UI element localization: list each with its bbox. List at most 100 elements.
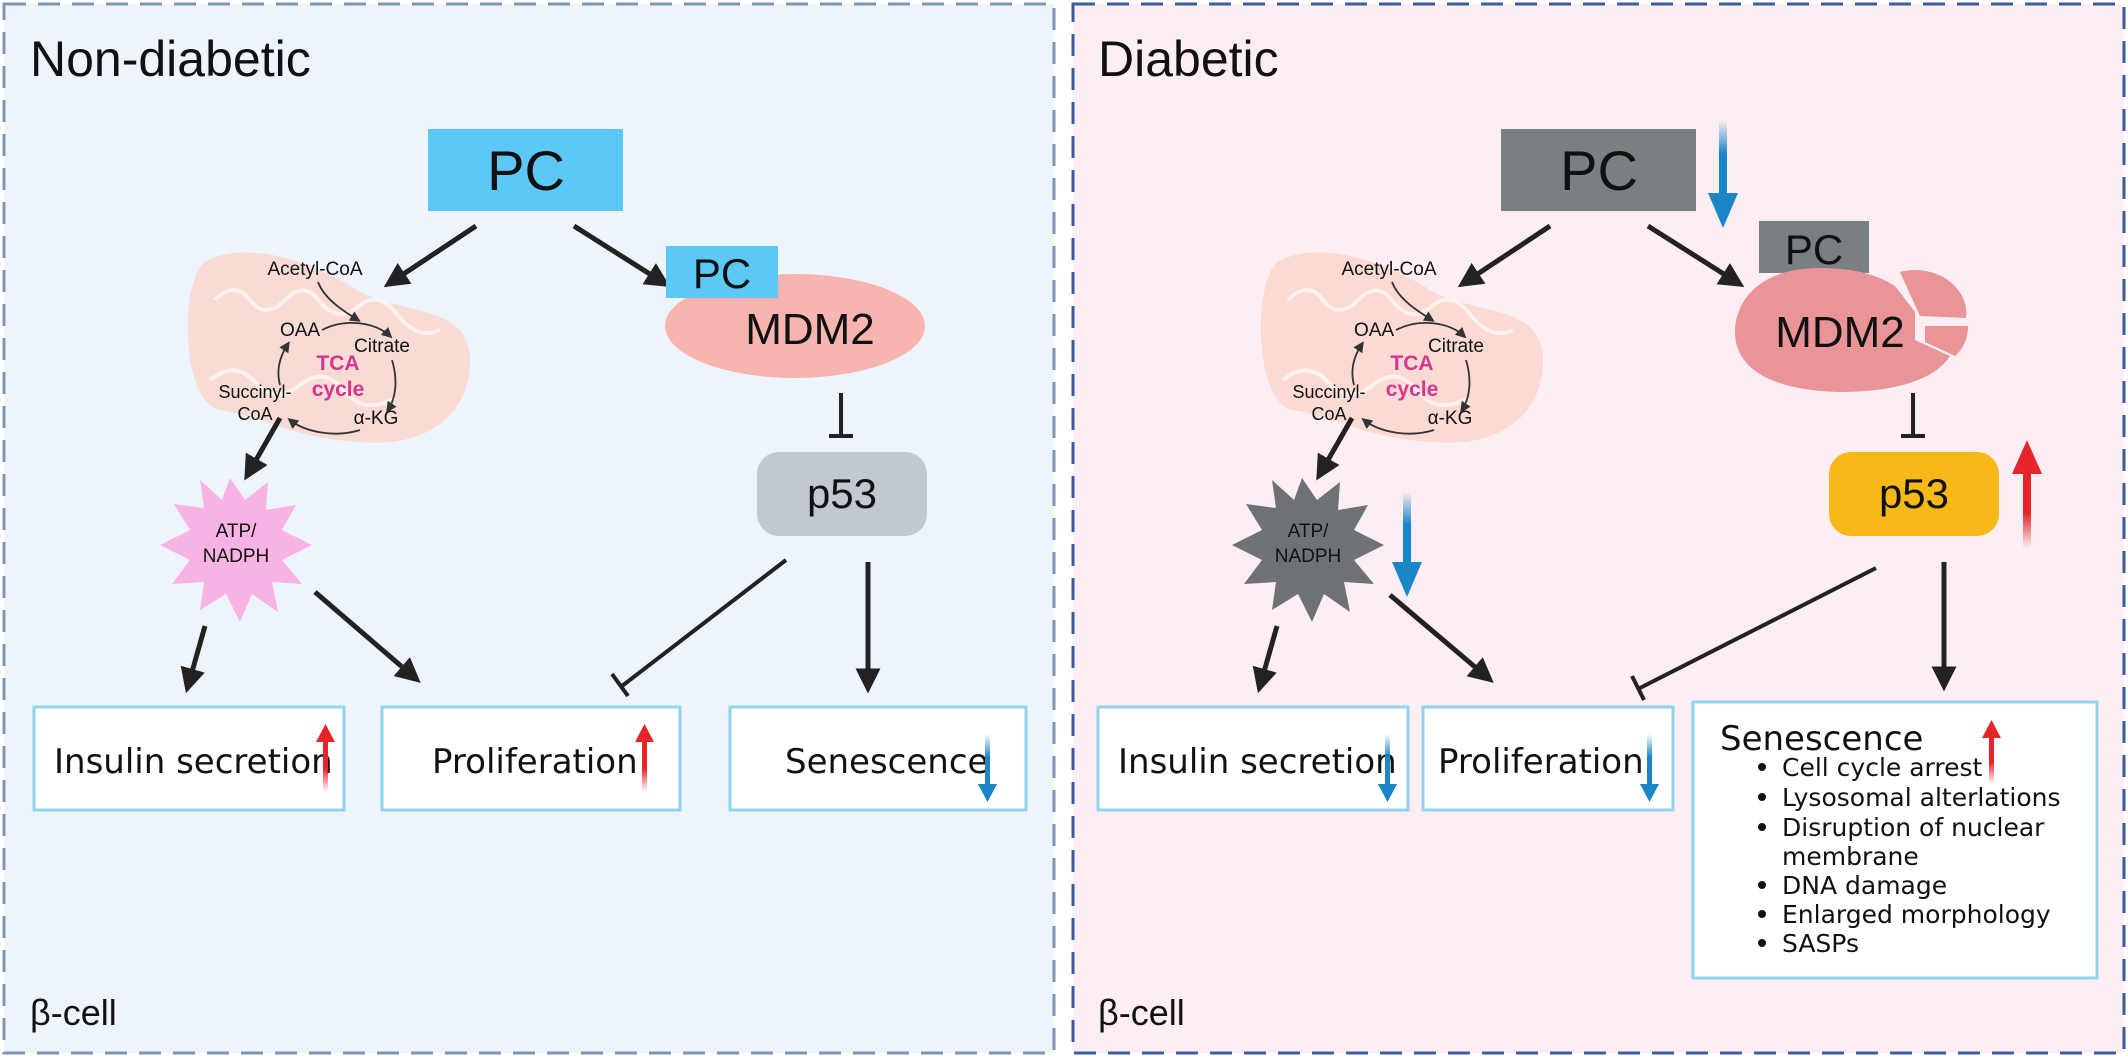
bullet — [1758, 793, 1766, 801]
pc-box — [428, 129, 623, 211]
pc-small-box — [1759, 221, 1869, 273]
outcome-proliferation: Proliferation — [1421, 705, 1675, 812]
oaa-label: OAA — [280, 320, 320, 341]
nadph-label: NADPH — [203, 546, 270, 567]
bullet — [1758, 939, 1766, 947]
oaa-label: OAA — [1354, 320, 1394, 341]
senescence-feature: DNA damage — [1782, 871, 1947, 900]
arrow-tca-to-atp — [244, 416, 283, 481]
bullet — [1758, 910, 1766, 918]
outcome-insulin-label: Insulin secretion — [54, 742, 333, 782]
down-arrow-icon — [1647, 734, 1652, 786]
akg-label: α-KG — [1428, 408, 1473, 429]
up-arrow-head — [2012, 440, 2042, 474]
acetyl-coa-label: Acetyl-CoA — [267, 259, 362, 280]
mdm2-fragment — [1925, 326, 1968, 356]
down-arrow-icon — [1385, 734, 1390, 786]
tca-cycle: Acetyl-CoA OAA Citrate TCA cycle Succiny… — [218, 259, 410, 435]
atp-nadph-burst: ATP/ NADPH — [160, 478, 312, 622]
atp-nadph-burst: ATP/ NADPH — [1232, 478, 1384, 622]
p53-box — [757, 452, 927, 536]
coa-label: CoA — [237, 404, 272, 424]
pc-box — [1501, 129, 1696, 211]
bullet — [1758, 763, 1766, 771]
pc-small-box — [666, 246, 778, 298]
outcome-insulin: Insulin secretion — [32, 705, 346, 812]
pc-small-label: PC — [1785, 226, 1843, 273]
mdm2-fragment — [1900, 270, 1967, 318]
down-arrow-icon — [1719, 120, 1727, 195]
cycle-label: cycle — [312, 378, 365, 401]
senescence-feature-list: Cell cycle arrest Lysosomal alterlations… — [1758, 753, 2061, 958]
outcome-senescence: Senescence Cell cycle arrest Lysosomal a… — [1691, 700, 2099, 980]
arrow-atp-to-proliferation — [1388, 593, 1494, 683]
arrow-atp-to-proliferation — [313, 590, 421, 683]
arrow-pc-to-mdm2 — [1646, 223, 1745, 288]
senescence-feature: Enlarged morphology — [1782, 900, 2051, 929]
tca-cycle: Acetyl-CoA OAA Citrate TCA cycle Succiny… — [1292, 259, 1484, 435]
citrate-label: Citrate — [1428, 336, 1484, 357]
p53-label: p53 — [1879, 470, 1949, 517]
cell-label: β-cell — [30, 992, 117, 1033]
cell-label: β-cell — [1098, 992, 1185, 1033]
up-arrow-head — [1982, 720, 2001, 738]
atp-label: ATP/ — [216, 521, 258, 542]
inhibit-p53-proliferation — [620, 558, 788, 688]
senescence-feature: Disruption of nuclear — [1782, 813, 2045, 842]
citrate-label: Citrate — [354, 336, 410, 357]
mdm2-label: MDM2 — [1775, 308, 1905, 357]
mdm2-shape — [1735, 268, 1950, 392]
arrow-pc-to-tca — [1457, 223, 1552, 288]
mitochondrion — [1260, 252, 1543, 443]
mitochondrion — [187, 252, 470, 443]
inhibit-p53-proliferation — [1639, 566, 1877, 690]
pc-small-label: PC — [693, 250, 751, 297]
up-arrow-icon — [1989, 736, 1994, 784]
outcome-senescence: Senescence — [728, 705, 1028, 812]
bullet — [1758, 881, 1766, 889]
coa-label: CoA — [1311, 404, 1346, 424]
outcome-proliferation: Proliferation — [380, 705, 682, 812]
down-arrow-head — [978, 784, 997, 802]
down-arrow-head — [1640, 784, 1659, 802]
up-arrow-icon — [323, 740, 328, 792]
atp-label: ATP/ — [1288, 521, 1330, 542]
outcome-senescence-label: Senescence — [1720, 719, 1923, 759]
nadph-label: NADPH — [1275, 546, 1342, 567]
inhibit-bar — [1630, 675, 1646, 701]
panel-title: Non-diabetic — [30, 31, 311, 87]
outcome-proliferation-label: Proliferation — [1438, 742, 1644, 782]
inhibit-bar — [610, 672, 630, 698]
akg-label: α-KG — [354, 408, 399, 429]
p53-label: p53 — [807, 470, 877, 517]
arrow-pc-to-mdm2 — [572, 223, 671, 288]
tca-label: TCA — [316, 352, 359, 375]
arrow-atp-to-insulin — [180, 625, 208, 694]
senescence-feature: membrane — [1782, 842, 1919, 871]
bullet — [1758, 823, 1766, 831]
arrow-tca-to-atp — [1316, 416, 1355, 481]
up-arrow-head — [635, 724, 654, 742]
senescence-feature: Lysosomal alterlations — [1782, 783, 2061, 812]
up-arrow-head — [316, 724, 335, 742]
senescence-feature: SASPs — [1782, 929, 1859, 958]
mdm2-shape — [665, 274, 925, 378]
senescence-feature: Cell cycle arrest — [1782, 753, 1983, 782]
arrow-atp-to-insulin — [1252, 625, 1280, 694]
succinyl-label: Succinyl- — [218, 382, 291, 402]
outcome-proliferation-label: Proliferation — [432, 742, 638, 782]
down-arrow-head — [1392, 562, 1422, 597]
down-arrow-head — [1708, 193, 1738, 228]
mdm2-label: MDM2 — [745, 305, 875, 354]
outcome-insulin: Insulin secretion — [1096, 705, 1410, 812]
down-arrow-icon — [1403, 492, 1411, 564]
arrow-pc-to-tca — [383, 223, 478, 288]
cycle-label: cycle — [1386, 378, 1439, 401]
pc-label: PC — [1560, 139, 1638, 202]
panel-diabetic: Diabetic β-cell PC Acetyl-CoA OAA Citrat… — [1071, 2, 2126, 1055]
up-arrow-icon — [2023, 470, 2031, 548]
acetyl-coa-label: Acetyl-CoA — [1341, 259, 1436, 280]
outcome-insulin-label: Insulin secretion — [1118, 742, 1397, 782]
